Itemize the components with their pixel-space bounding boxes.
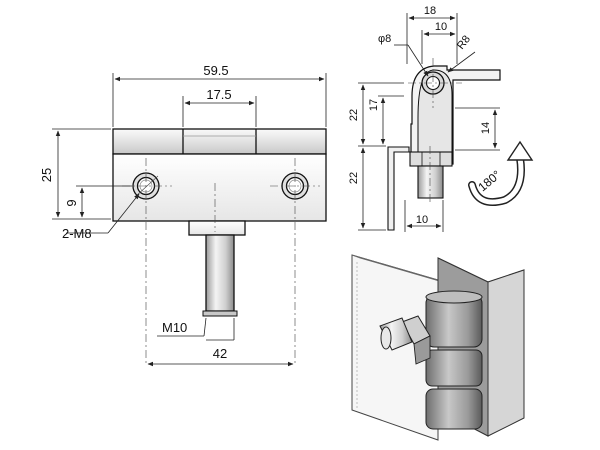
dim-side-inner: 10 — [435, 21, 447, 33]
pin-boss — [188, 220, 246, 236]
dim-hole-offset: 9 — [64, 199, 79, 206]
dim-side-width: 18 — [424, 5, 436, 17]
dim-bore: φ8 — [378, 33, 391, 45]
dim-side-14: 14 — [480, 122, 492, 134]
isometric-view — [351, 254, 525, 441]
side-view — [387, 58, 501, 231]
front-dimensions — [52, 73, 327, 367]
spring-pin — [205, 234, 235, 312]
dim-thread-holes: 2-M8 — [62, 226, 92, 241]
side-nut — [409, 151, 453, 167]
front-knuckle-strip — [112, 128, 327, 155]
dim-side-10: 10 — [416, 214, 428, 226]
front-view — [112, 128, 327, 366]
dim-hole-spacing: 42 — [213, 346, 227, 361]
dim-side-22-bottom: 22 — [348, 172, 360, 184]
dim-pin-thread: M10 — [162, 320, 187, 335]
dim-side-22-top: 22 — [348, 109, 360, 121]
dim-side-17: 17 — [368, 99, 380, 111]
side-pin — [417, 165, 444, 199]
iso-barrel — [425, 290, 483, 430]
dim-radius: R8 — [455, 33, 473, 51]
dim-knuckle-width: 17.5 — [206, 87, 231, 102]
iso-pin — [379, 315, 431, 365]
dim-rotation: 180° — [475, 167, 503, 194]
dim-height: 25 — [39, 168, 54, 182]
dim-overall-width: 59.5 — [203, 63, 228, 78]
side-dimensions — [358, 13, 500, 232]
rotation-arrow-icon — [468, 140, 534, 207]
